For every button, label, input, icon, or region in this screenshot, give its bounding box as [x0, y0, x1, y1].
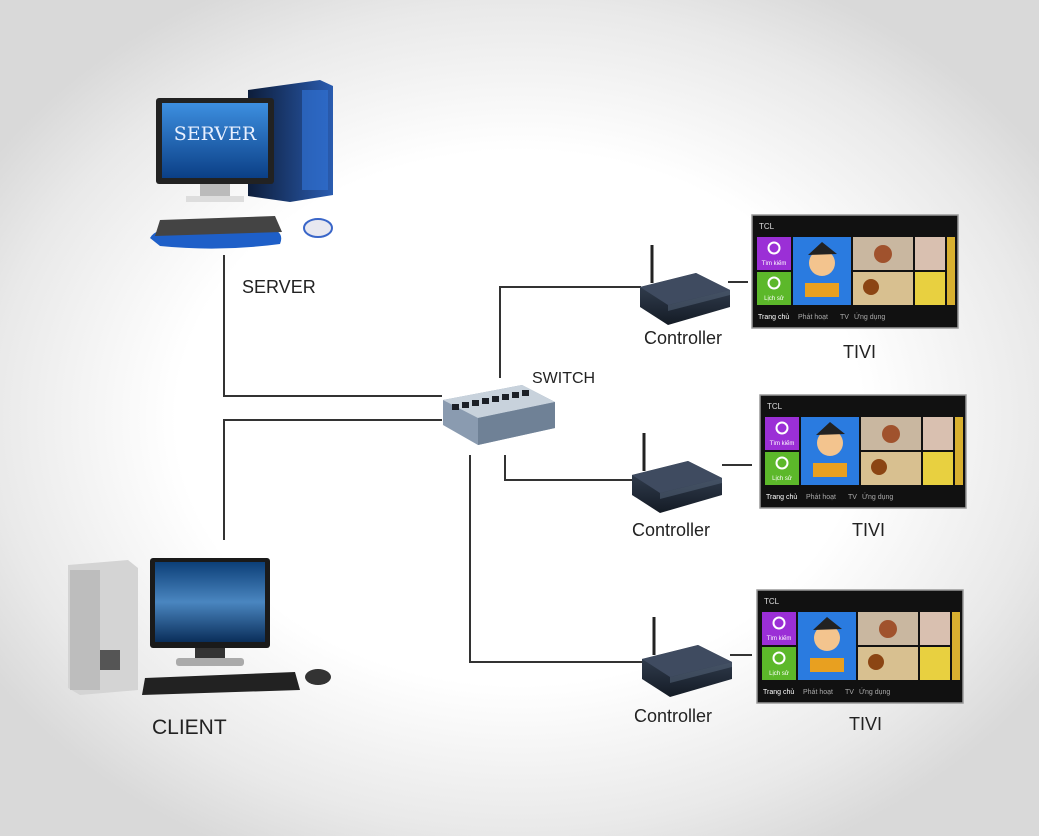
tv-tile-search[interactable]: Tìm kiếm — [762, 612, 796, 645]
link-switch-controller-2 — [504, 455, 632, 481]
clock-icon — [775, 456, 789, 470]
link-client-switch — [223, 419, 442, 540]
switch-label: SWITCH — [532, 370, 596, 387]
controller-label-2: Controller — [632, 520, 711, 540]
controller-label-3: Controller — [634, 706, 713, 726]
tv-menu-item[interactable]: TV — [845, 689, 854, 696]
tv-menu-item[interactable]: Phát hoạt — [803, 689, 833, 696]
tv-label-1: TIVI — [843, 342, 877, 362]
server-computer[interactable]: SERVER — [150, 80, 333, 249]
tv-tile-label: Lịch sử — [769, 670, 789, 677]
link-server-switch — [223, 255, 442, 397]
controller-device-1[interactable] — [638, 243, 732, 327]
tv-menu-item[interactable]: TV — [840, 314, 849, 321]
clock-icon — [767, 276, 781, 290]
tv-menu-item[interactable]: TV — [848, 494, 857, 501]
search-icon — [772, 616, 786, 630]
tv-content-tiles — [793, 237, 955, 305]
server-screen-text: SERVER — [174, 123, 257, 145]
tv-content-tiles — [798, 612, 960, 680]
tv-label-2: TIVI — [852, 520, 886, 540]
tv-menu-item[interactable]: Trang chủ — [766, 493, 797, 501]
clock-icon — [772, 651, 786, 665]
tv-tile-history[interactable]: Lịch sử — [765, 452, 799, 485]
network-switch[interactable] — [443, 385, 555, 445]
tv-menu-item[interactable]: Phát hoạt — [798, 314, 828, 321]
link-switch-controller-1 — [499, 286, 641, 378]
tv-menu-item[interactable]: Ứng dụng — [862, 492, 893, 501]
link-switch-controller-3 — [469, 455, 642, 663]
controller-label-1: Controller — [644, 328, 723, 348]
server-label: SERVER — [242, 277, 316, 297]
tv-brand: TCL — [767, 402, 783, 411]
search-icon — [767, 241, 781, 255]
tv-menu-item[interactable]: Ứng dụng — [859, 687, 890, 696]
tv-menu-item[interactable]: Trang chủ — [763, 688, 794, 696]
tv-brand: TCL — [759, 222, 775, 231]
tv-menu-item[interactable]: Ứng dụng — [854, 312, 885, 321]
tv-content-tiles — [801, 417, 963, 485]
tv-label-3: TIVI — [849, 714, 883, 734]
tv-tile-label: Tìm kiếm — [762, 261, 787, 267]
client-label: CLIENT — [152, 716, 227, 739]
tv-tile-label: Lịch sử — [772, 475, 792, 482]
tv-tile-label: Tìm kiếm — [770, 441, 795, 447]
client-computer[interactable] — [68, 558, 331, 695]
connection-lines — [223, 255, 752, 663]
controller-device-2[interactable] — [630, 431, 724, 515]
tv-tile-label: Lịch sử — [764, 295, 784, 302]
tv-tile-history[interactable]: Lịch sử — [762, 647, 796, 680]
tv-menu-item[interactable]: Trang chủ — [758, 313, 789, 321]
tv-tile-label: Tìm kiếm — [767, 636, 792, 642]
search-icon — [775, 421, 789, 435]
controller-device-3[interactable] — [640, 615, 734, 699]
tv-tile-search[interactable]: Tìm kiếm — [757, 237, 791, 270]
tv-tile-search[interactable]: Tìm kiếm — [765, 417, 799, 450]
tv-tile-history[interactable]: Lịch sử — [757, 272, 791, 305]
tv-brand: TCL — [764, 597, 780, 606]
tv-menu-item[interactable]: Phát hoạt — [806, 494, 836, 501]
